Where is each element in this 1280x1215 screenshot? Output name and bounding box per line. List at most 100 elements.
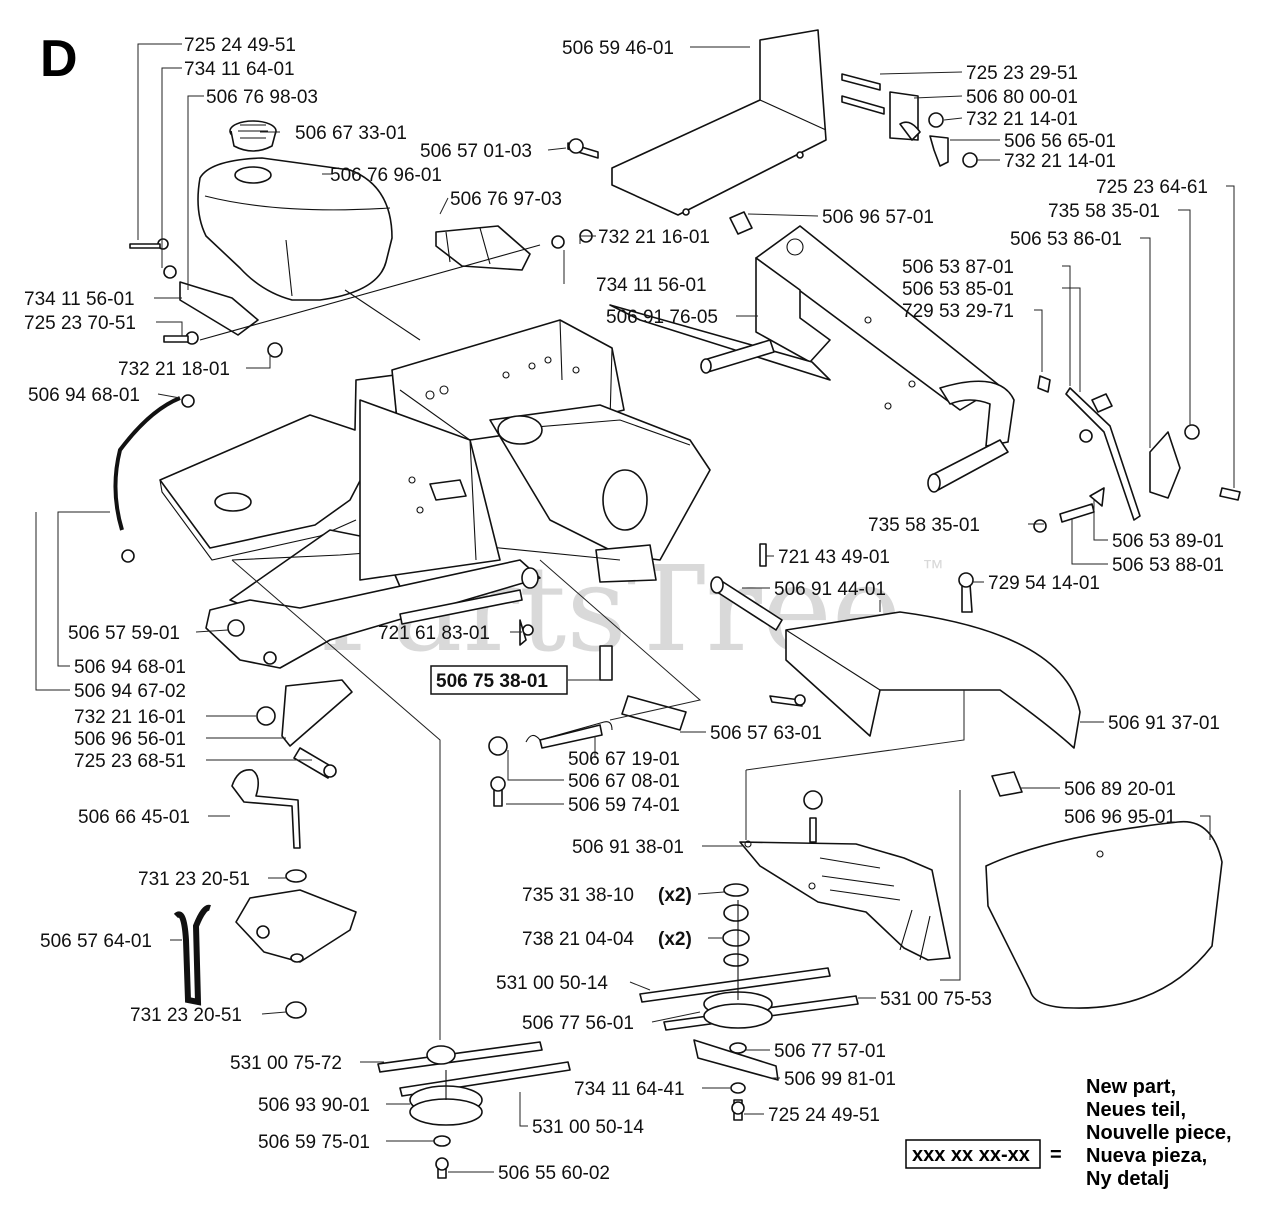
part-label: 506 96 95-01 xyxy=(1064,807,1176,828)
part-label: 506 53 87-01 xyxy=(902,257,1014,278)
seat-plate xyxy=(567,29,827,216)
legend: xxx xx xx-xx = New part, Neues teil, Nou… xyxy=(905,1076,1232,1190)
part-label: 506 53 88-01 xyxy=(1112,555,1224,576)
part-label: 506 94 68-01 xyxy=(74,657,186,678)
part-label: 725 23 64-61 xyxy=(1096,177,1208,198)
rear-frame xyxy=(609,211,1015,493)
legend-code-box xyxy=(905,1139,1041,1169)
part-label: 506 99 81-01 xyxy=(784,1069,896,1090)
part-label: 729 54 14-01 xyxy=(988,573,1100,594)
tank-brackets xyxy=(129,225,593,358)
qty-note: (x2) xyxy=(658,929,692,950)
part-label: 731 23 20-51 xyxy=(130,1005,242,1026)
part-label: 506 91 44-01 xyxy=(774,579,886,600)
lift-arm-parts xyxy=(173,679,357,1019)
part-label: 506 94 68-01 xyxy=(28,385,140,406)
part-label: 506 57 64-01 xyxy=(40,931,152,952)
part-label: 734 11 64-01 xyxy=(184,59,295,80)
part-label: 506 57 59-01 xyxy=(68,623,180,644)
part-label: 506 67 33-01 xyxy=(295,123,407,144)
parts-drawing xyxy=(113,29,1241,1179)
part-label: 734 11 64-41 xyxy=(574,1079,685,1100)
spindle-left xyxy=(377,1041,571,1179)
part-label: 506 91 37-01 xyxy=(1108,713,1220,734)
part-label: 531 00 75-53 xyxy=(880,989,992,1010)
legend-line: New part, xyxy=(1086,1076,1176,1098)
part-label: 506 53 89-01 xyxy=(1112,531,1224,552)
part-label: 531 00 75-72 xyxy=(230,1053,342,1074)
part-labels: 725 24 49-51 734 11 64-01 506 76 98-03 5… xyxy=(24,35,1224,1184)
part-label: 506 76 96-01 xyxy=(330,165,442,186)
qty-note: (x2) xyxy=(658,885,692,906)
part-label: 738 21 04-04 xyxy=(522,929,634,950)
part-label: 735 58 35-01 xyxy=(868,515,980,536)
legend-line: Nouvelle piece, xyxy=(1086,1122,1232,1144)
center-hardware xyxy=(488,543,783,807)
part-label: 734 11 56-01 xyxy=(596,275,707,296)
spindle-right xyxy=(639,883,859,1121)
legend-code: xxx xx xx-xx xyxy=(912,1144,1030,1166)
part-label: 506 77 57-01 xyxy=(774,1041,886,1062)
part-label: 725 23 68-51 xyxy=(74,751,186,772)
part-label: 506 76 98-03 xyxy=(206,87,318,108)
part-label: 725 23 70-51 xyxy=(24,313,136,334)
belt-cover xyxy=(769,572,1081,749)
part-label: 735 58 35-01 xyxy=(1048,201,1160,222)
part-label: 506 55 60-02 xyxy=(498,1163,610,1184)
part-label: 506 59 75-01 xyxy=(258,1132,370,1153)
part-label: 506 67 19-01 xyxy=(568,749,680,770)
new-part-box xyxy=(430,665,568,695)
part-label: 506 53 85-01 xyxy=(902,279,1014,300)
seat-bracket xyxy=(841,73,978,168)
part-label: 725 24 49-51 xyxy=(184,35,296,56)
part-label: 506 93 90-01 xyxy=(258,1095,370,1116)
legend-line: Neues teil, xyxy=(1086,1099,1186,1121)
part-label: 506 59 46-01 xyxy=(562,38,674,59)
fuel-hose xyxy=(113,394,195,563)
part-label: 721 43 49-01 xyxy=(778,547,890,568)
part-label: 734 11 56-01 xyxy=(24,289,135,310)
part-label: 506 66 45-01 xyxy=(78,807,190,828)
part-label: 506 67 08-01 xyxy=(568,771,680,792)
part-label: 732 21 16-01 xyxy=(598,227,710,248)
part-label: 506 89 20-01 xyxy=(1064,779,1176,800)
part-label: 506 94 67-02 xyxy=(74,681,186,702)
part-label: 732 21 16-01 xyxy=(74,707,186,728)
part-label-new: 506 75 38-01 xyxy=(436,671,548,692)
part-label: 735 31 38-10 xyxy=(522,885,634,906)
section-letter: D xyxy=(40,30,78,88)
legend-line: Ny detalj xyxy=(1086,1168,1169,1190)
part-label: 506 96 57-01 xyxy=(822,207,934,228)
part-label: 531 00 50-14 xyxy=(532,1117,644,1138)
legend-equals: = xyxy=(1050,1144,1062,1166)
part-label: 506 53 86-01 xyxy=(1010,229,1122,250)
part-label: 732 21 14-01 xyxy=(966,109,1078,130)
part-label: 506 91 38-01 xyxy=(572,837,684,858)
part-label: 506 59 74-01 xyxy=(568,795,680,816)
side-cover xyxy=(985,771,1223,1009)
part-label: 506 77 56-01 xyxy=(522,1013,634,1034)
part-label: 506 96 56-01 xyxy=(74,729,186,750)
lever-parts xyxy=(1033,375,1241,533)
part-label: 506 57 01-03 xyxy=(420,141,532,162)
part-label: 731 23 20-51 xyxy=(138,869,250,890)
part-label: 506 80 00-01 xyxy=(966,87,1078,108)
part-label: 721 61 83-01 xyxy=(378,623,490,644)
part-label: 531 00 50-14 xyxy=(496,973,608,994)
part-label: 506 91 76-05 xyxy=(606,307,718,328)
fuel-tank xyxy=(197,120,421,341)
part-label: 729 53 29-71 xyxy=(902,301,1014,322)
part-label: 725 24 49-51 xyxy=(768,1105,880,1126)
part-label: 506 56 65-01 xyxy=(1004,131,1116,152)
part-label: 732 21 18-01 xyxy=(118,359,230,380)
legend-line: Nueva pieza, xyxy=(1086,1145,1207,1167)
part-label: 725 23 29-51 xyxy=(966,63,1078,84)
lower-axle-plate xyxy=(205,559,541,669)
leader-lines xyxy=(35,43,1235,1173)
part-label: 506 76 97-03 xyxy=(450,189,562,210)
part-label: 506 57 63-01 xyxy=(710,723,822,744)
part-label: 732 21 14-01 xyxy=(1004,151,1116,172)
watermark-trademark: ™ xyxy=(922,555,944,580)
belt-guard xyxy=(739,790,951,961)
